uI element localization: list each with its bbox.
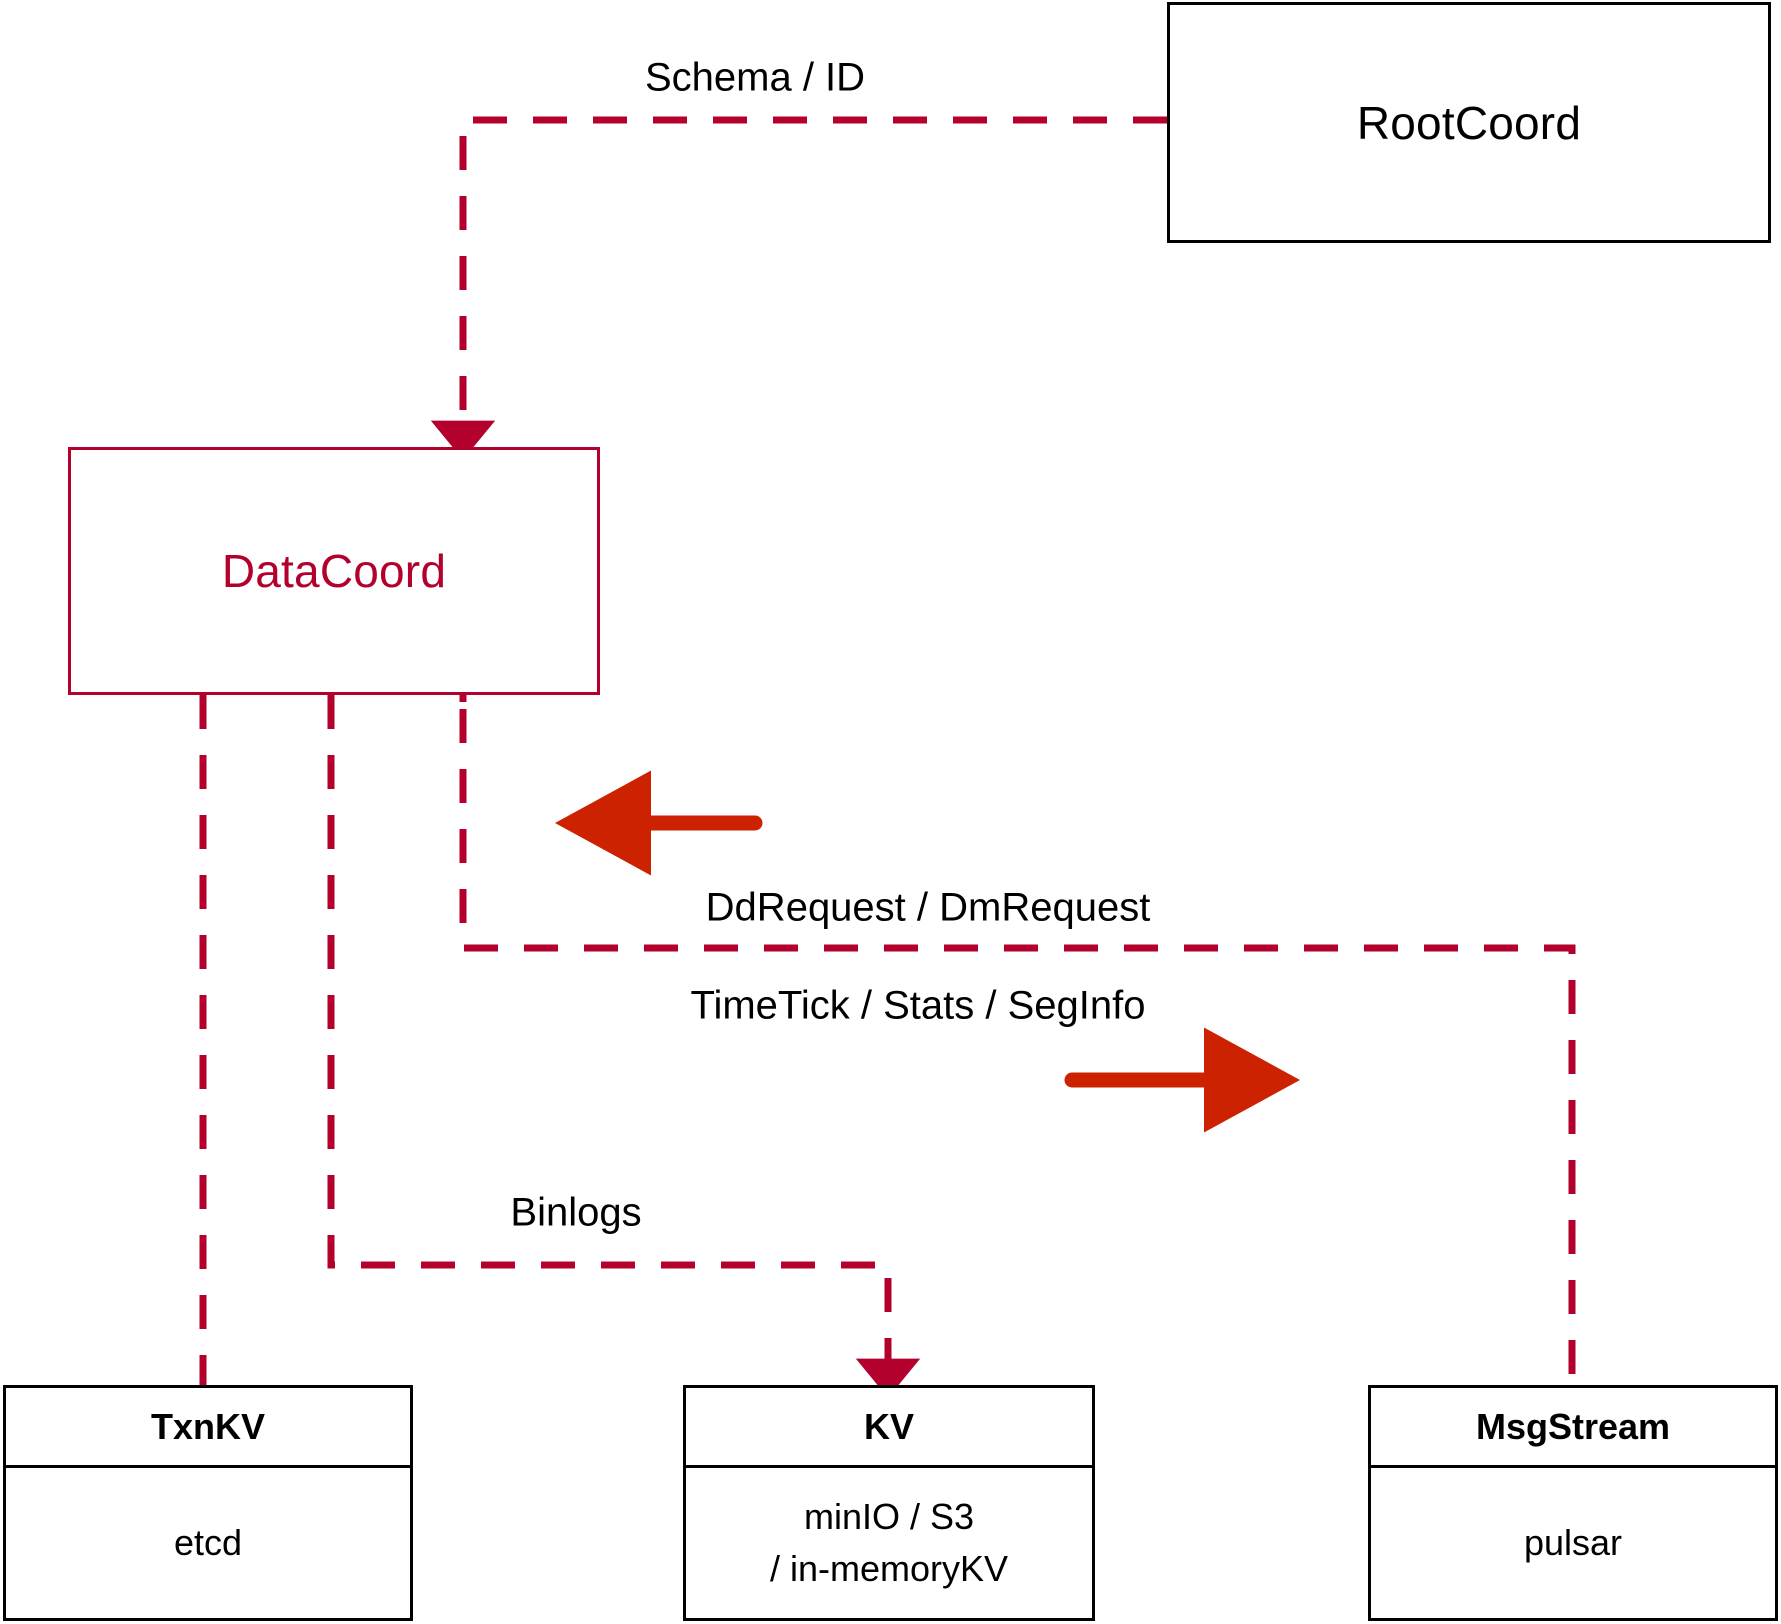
node-txnkv-body-line1: etcd — [173, 1521, 243, 1563]
node-msgstream-body: pulsar — [1371, 1468, 1775, 1618]
node-kv-body: minIO / S3 / in-memoryKV — [686, 1468, 1092, 1618]
node-txnkv[interactable]: TxnKV etcd — [3, 1385, 413, 1621]
node-txnkv-header: TxnKV — [6, 1388, 410, 1468]
edge-datacoord-kv-binlogs — [327, 695, 921, 1398]
node-msgstream[interactable]: MsgStream pulsar — [1368, 1385, 1778, 1621]
node-kv[interactable]: KV minIO / S3 / in-memoryKV — [683, 1385, 1095, 1621]
node-msgstream-header: MsgStream — [1371, 1388, 1775, 1468]
edge-schema-id — [430, 116, 1167, 460]
edge-label-binlogs: Binlogs — [510, 1190, 642, 1235]
node-msgstream-body-line1: pulsar — [1523, 1521, 1623, 1563]
edge-label-schema-id: Schema / ID — [644, 55, 866, 100]
node-rootcoord-label: RootCoord — [1356, 96, 1582, 149]
node-txnkv-body: etcd — [6, 1468, 410, 1618]
node-rootcoord[interactable]: RootCoord — [1167, 2, 1771, 243]
node-kv-header: KV — [686, 1388, 1092, 1468]
node-datacoord-label: DataCoord — [221, 545, 447, 597]
node-kv-body-line2: / in-memoryKV — [769, 1548, 1009, 1589]
node-kv-body-line1: minIO / S3 — [803, 1495, 975, 1537]
edge-label-dd-dm-request: DdRequest / DmRequest — [705, 885, 1151, 930]
node-datacoord[interactable]: DataCoord — [68, 447, 600, 695]
edge-label-timetick-stats-seginfo: TimeTick / Stats / SegInfo — [690, 983, 1146, 1028]
